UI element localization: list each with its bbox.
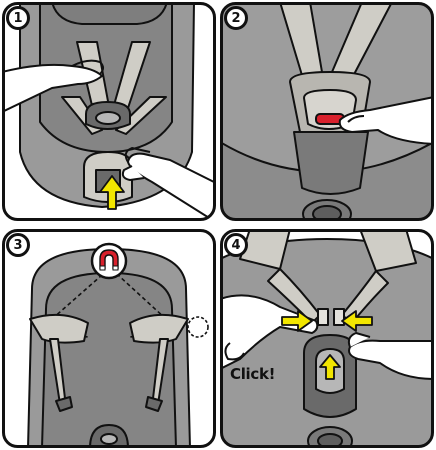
step-1-panel: 1 [2,2,216,221]
pocket [294,132,368,194]
step-number-badge: 3 [6,233,30,257]
step-3-panel: 3 [2,229,216,448]
step-1-illustration [2,2,216,221]
step-number-badge: 2 [224,6,248,30]
step-4-illustration [220,229,434,448]
step-2-illustration [220,2,434,221]
magnet-icon [92,244,126,278]
click-callout: Click! [230,365,275,383]
step-2-panel: 2 [220,2,434,221]
step-number-badge: 1 [6,6,30,30]
step-3-illustration [2,229,216,448]
step-4-panel: 4 Click! [220,229,434,448]
step-number-badge: 4 [224,233,248,257]
